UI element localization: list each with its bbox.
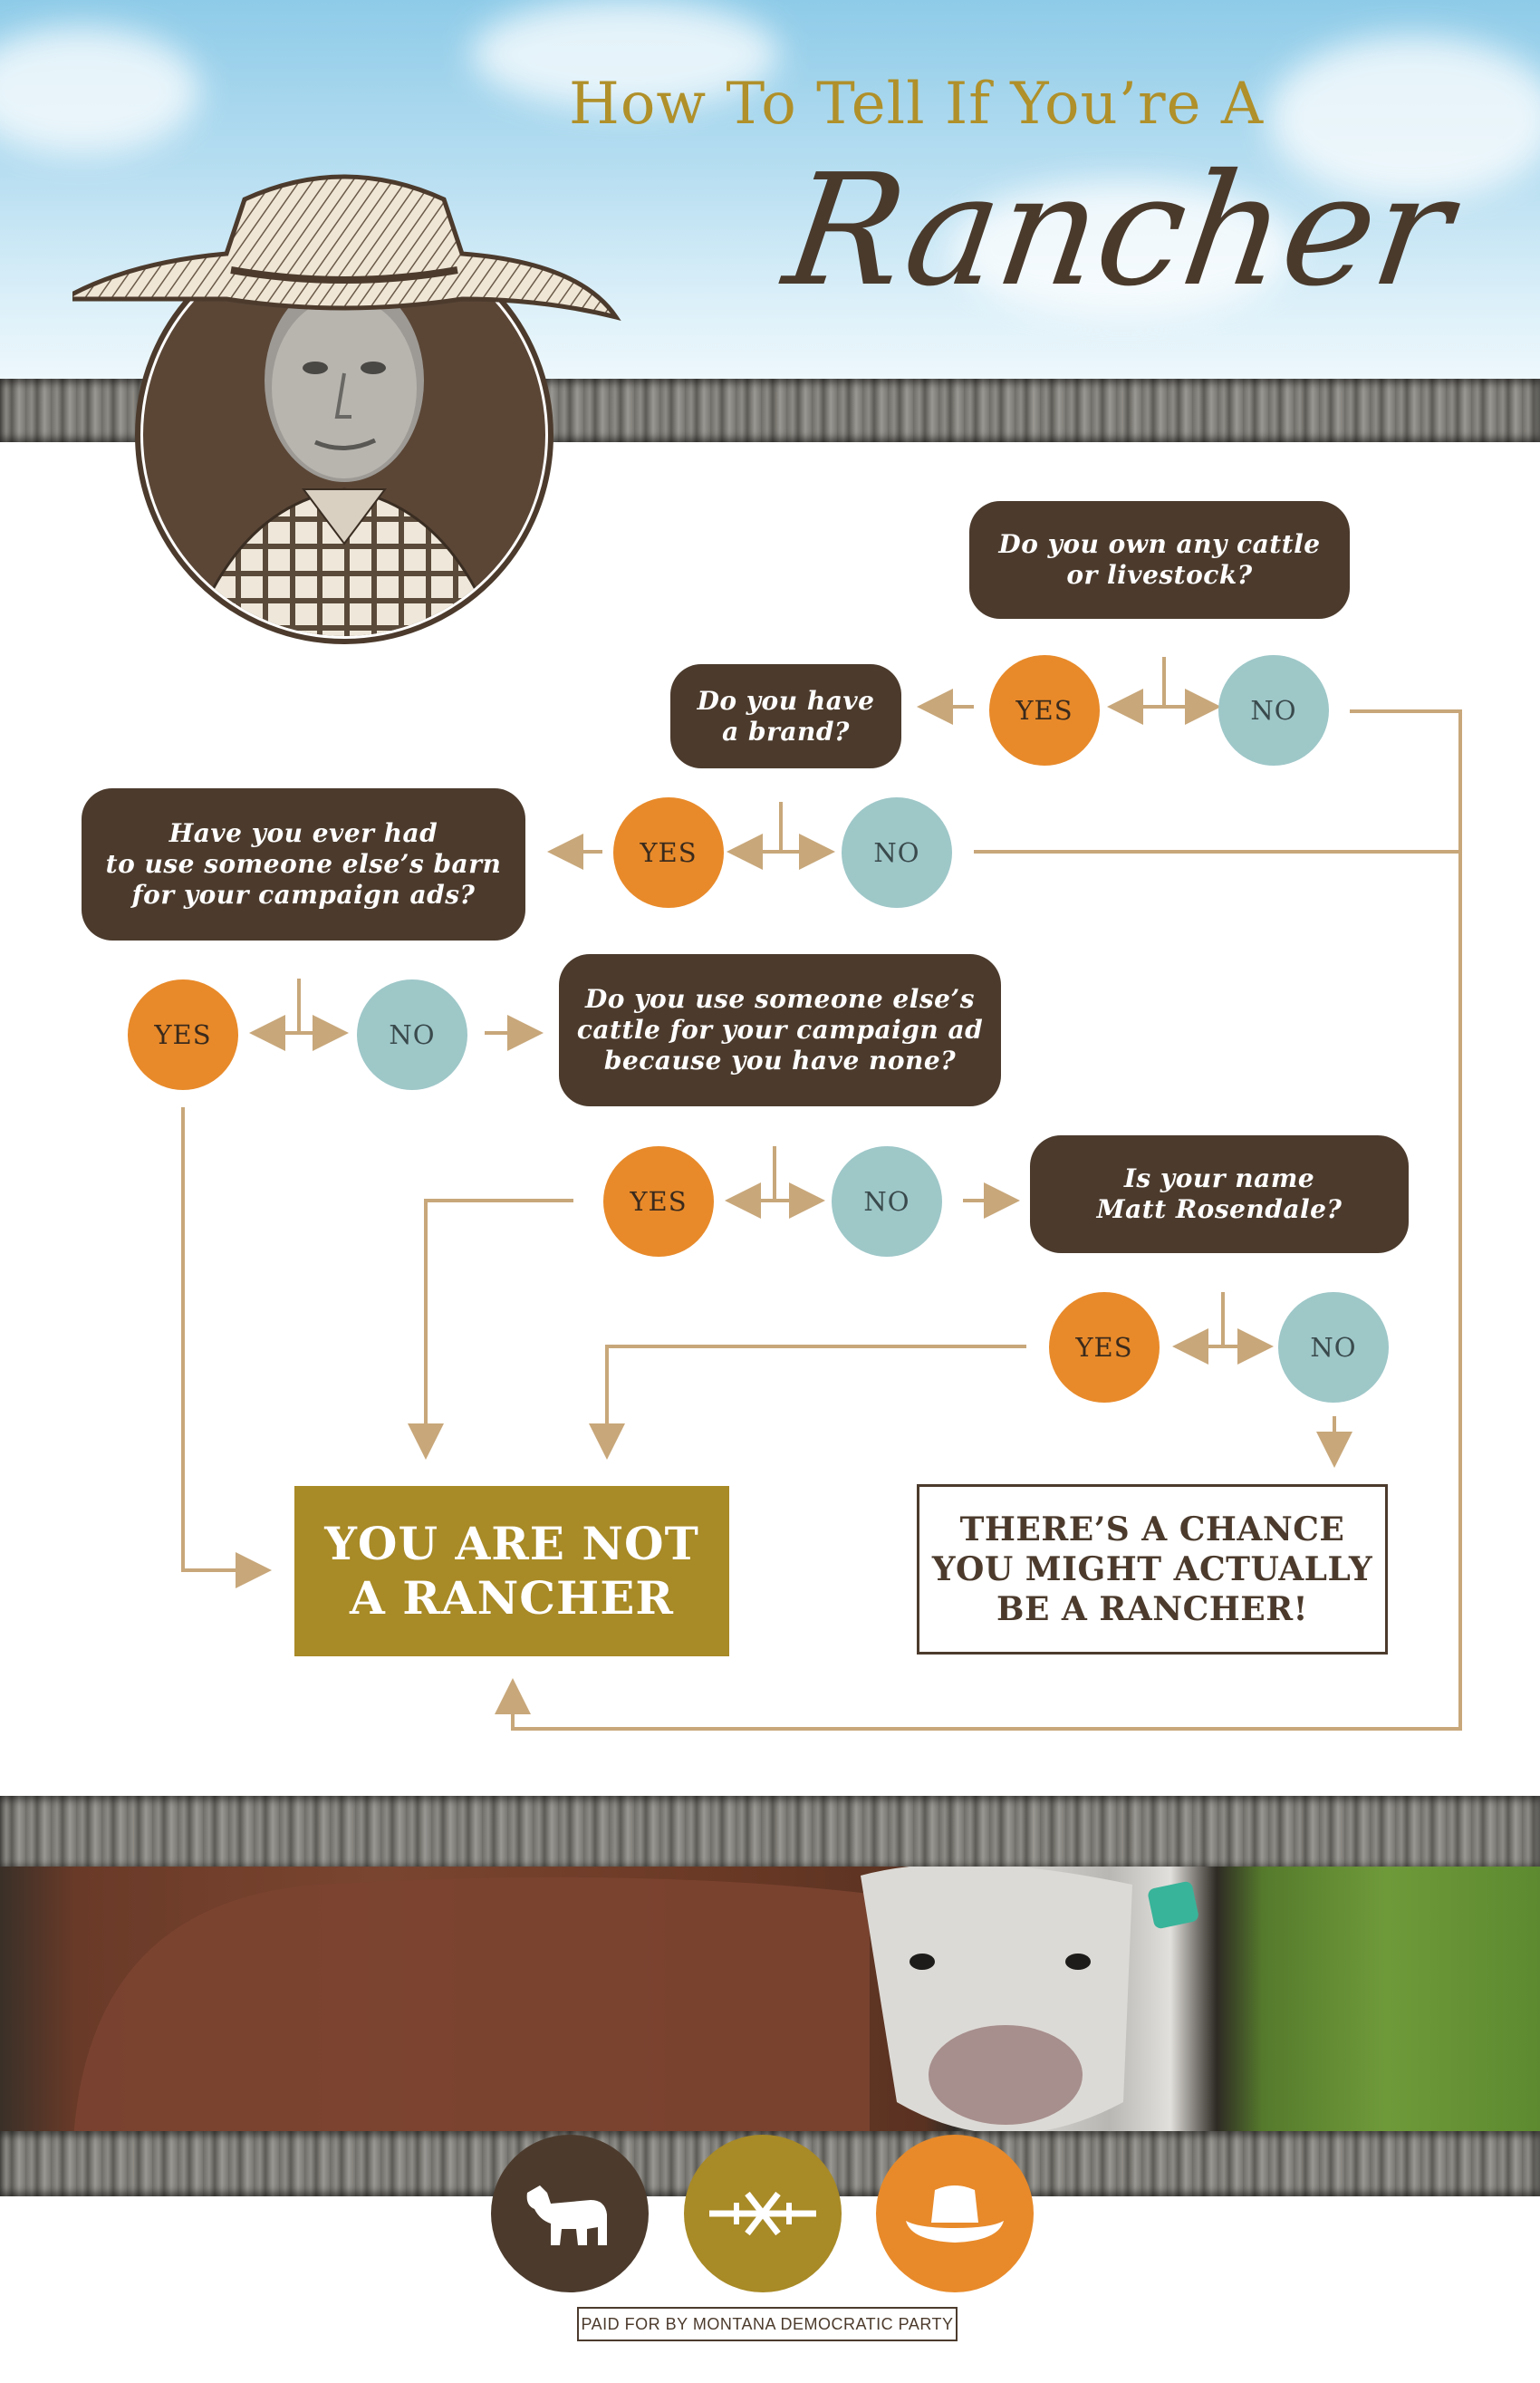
answer-yes-barn: YES [128,979,238,1090]
barbed-wire-icon [684,2135,842,2292]
answer-yes-cattle-ad: YES [603,1146,714,1257]
answer-no-brand: NO [842,797,952,908]
answer-yes-brand: YES [613,797,724,908]
answer-no-cattle: NO [1218,655,1329,766]
title-line1: How To Tell If You’re A [569,71,1265,138]
cow-illustration [72,1867,1198,2156]
fence-plank-upper [0,1796,1540,1870]
answer-no-barn: NO [357,979,467,1090]
answer-yes-cattle: YES [989,655,1100,766]
paid-for-disclaimer: PAID FOR BY MONTANA DEMOCRATIC PARTY [577,2307,958,2341]
cow-icon [491,2135,649,2292]
answer-no-cattle-ad: NO [832,1146,942,1257]
answer-no-name: NO [1278,1292,1389,1403]
rancher-portrait [72,174,621,644]
answer-yes-name: YES [1049,1292,1160,1403]
cowboy-hat-icon [876,2135,1034,2292]
